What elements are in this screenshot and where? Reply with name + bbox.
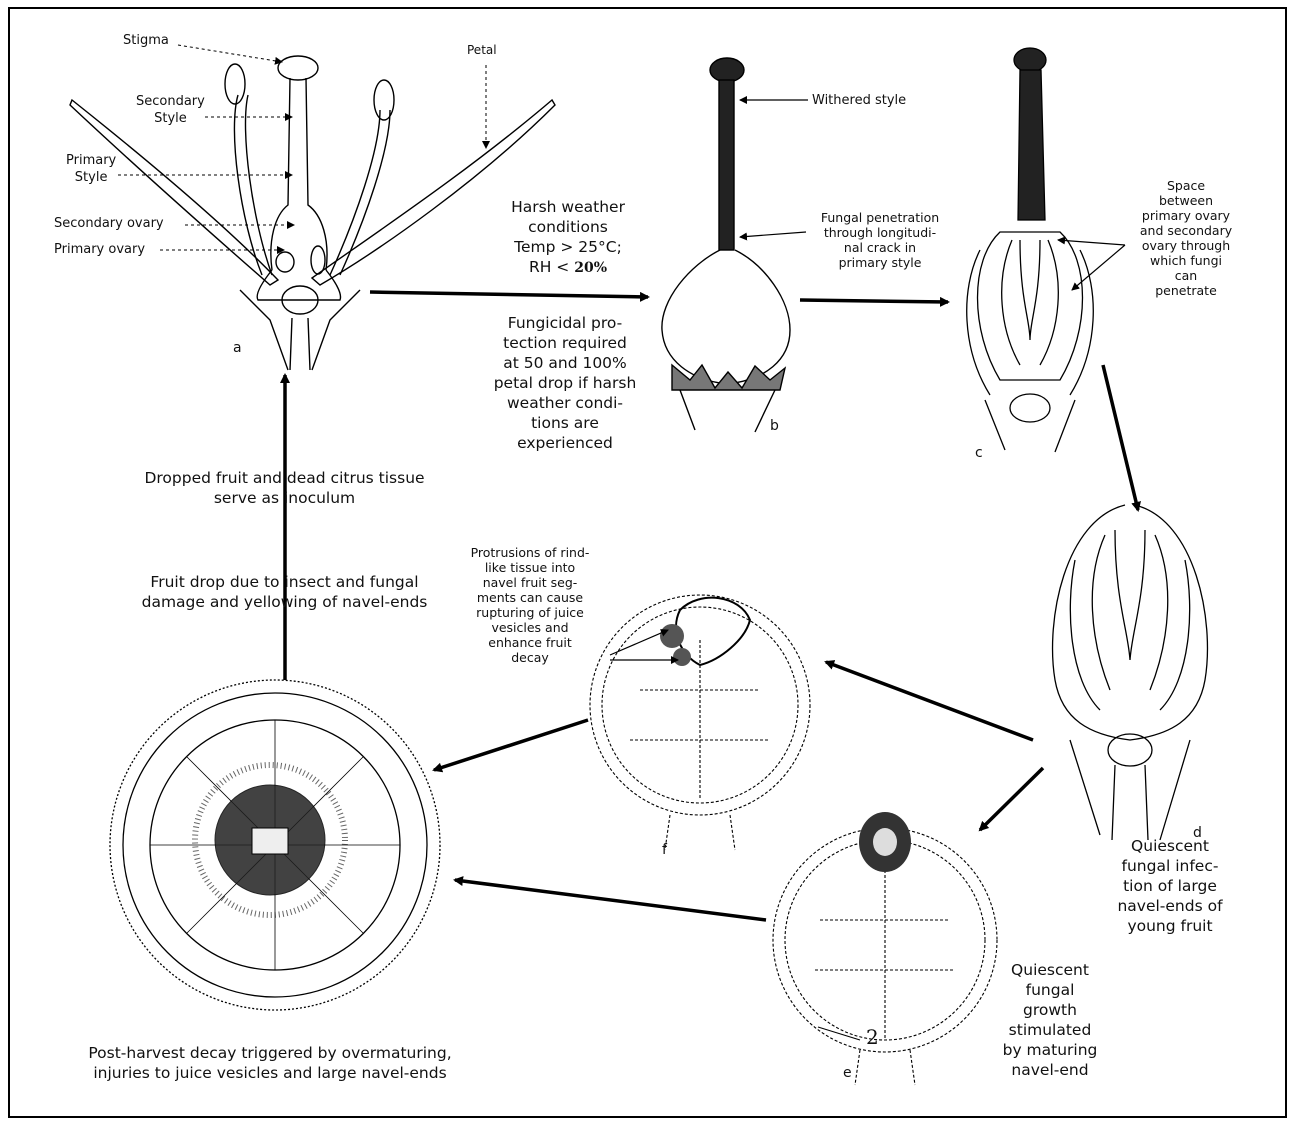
label-primary-style: Primary Style bbox=[66, 152, 116, 186]
panel-letter-b: b bbox=[770, 418, 779, 434]
label-withered-style: Withered style bbox=[812, 93, 906, 109]
harsh-weather-text: Harsh weather conditions Temp > 25°C; RH… bbox=[458, 197, 678, 278]
panel-letter-c: c bbox=[975, 445, 983, 461]
post-harvest-text: Post-harvest decay triggered by overmatu… bbox=[20, 1043, 520, 1083]
panel-letter-a: a bbox=[233, 340, 242, 356]
label-stigma: Stigma bbox=[123, 33, 169, 49]
young-fruit-drawing bbox=[1053, 505, 1208, 840]
label-protrusions: Protrusions of rind- like tissue into na… bbox=[455, 545, 605, 665]
label-secondary-style: Secondary Style bbox=[136, 93, 205, 127]
label-petal: Petal bbox=[467, 42, 497, 58]
quiescent-infection-text: Quiescent fungal infec- tion of large na… bbox=[1100, 836, 1240, 936]
label-fungal-penetration: Fungal penetration through longitudi- na… bbox=[800, 210, 960, 270]
label-leaders bbox=[118, 45, 486, 250]
panel-letter-f: f bbox=[662, 842, 667, 858]
fungicidal-protection-text: Fungicidal pro- tection required at 50 a… bbox=[460, 313, 670, 453]
stray-mark-two: 2 bbox=[866, 1025, 879, 1049]
panel-letter-e: e bbox=[843, 1065, 852, 1081]
withered-style-drawing bbox=[662, 58, 790, 432]
label-space-between-ovaries: Space between primary ovary and secondar… bbox=[1125, 178, 1247, 298]
navel-fruit-protrusion-drawing bbox=[590, 595, 810, 850]
label-secondary-ovary: Secondary ovary bbox=[54, 216, 164, 232]
ovary-section-drawing bbox=[967, 48, 1094, 452]
label-primary-ovary: Primary ovary bbox=[54, 242, 145, 258]
quiescent-growth-text: Quiescent fungal growth stimulated by ma… bbox=[990, 960, 1110, 1080]
rh-line: RH < 20% bbox=[458, 257, 678, 278]
fruit-drop-text: Fruit drop due to insect and fungal dama… bbox=[112, 572, 457, 612]
dropped-fruit-text: Dropped fruit and dead citrus tissue ser… bbox=[112, 468, 457, 508]
